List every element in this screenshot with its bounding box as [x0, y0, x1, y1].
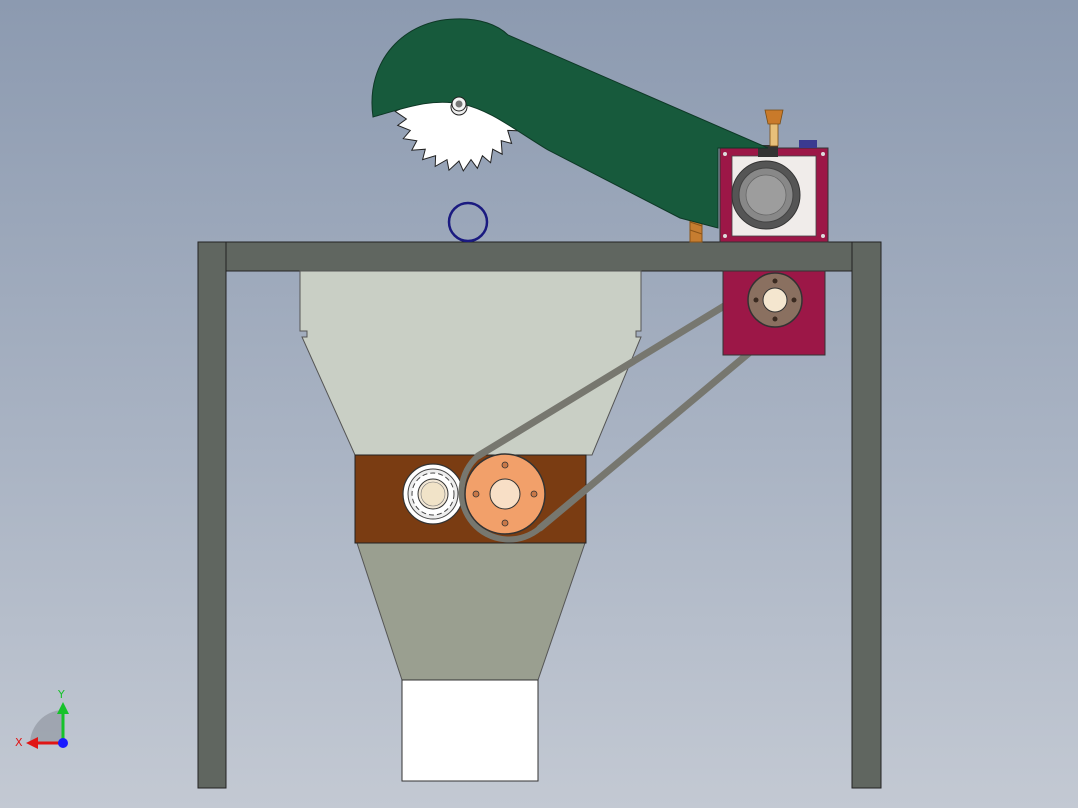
blade-guard: [371, 18, 769, 229]
hopper-outlet: [401, 679, 539, 782]
adjustment-knob: [764, 109, 784, 147]
coordinate-triad: Y X: [15, 688, 69, 749]
frame-left-leg: [197, 241, 227, 789]
machine-frame: [197, 241, 882, 789]
triad-x-label: X: [15, 736, 23, 749]
triad-y-label: Y: [57, 688, 65, 701]
frame-top-beam: [197, 241, 882, 272]
motor-pulley: [747, 272, 803, 328]
hopper-lower-section: [356, 542, 586, 681]
motor-unit: [719, 140, 829, 243]
drive-pulley: [464, 453, 546, 535]
hopper-upper-section: [299, 270, 642, 456]
drive-belt: [458, 282, 790, 543]
o-ring: [447, 201, 489, 243]
triad-z-axis: [58, 738, 68, 748]
frame-right-leg: [851, 241, 882, 789]
shaft-bearing: [402, 463, 464, 525]
